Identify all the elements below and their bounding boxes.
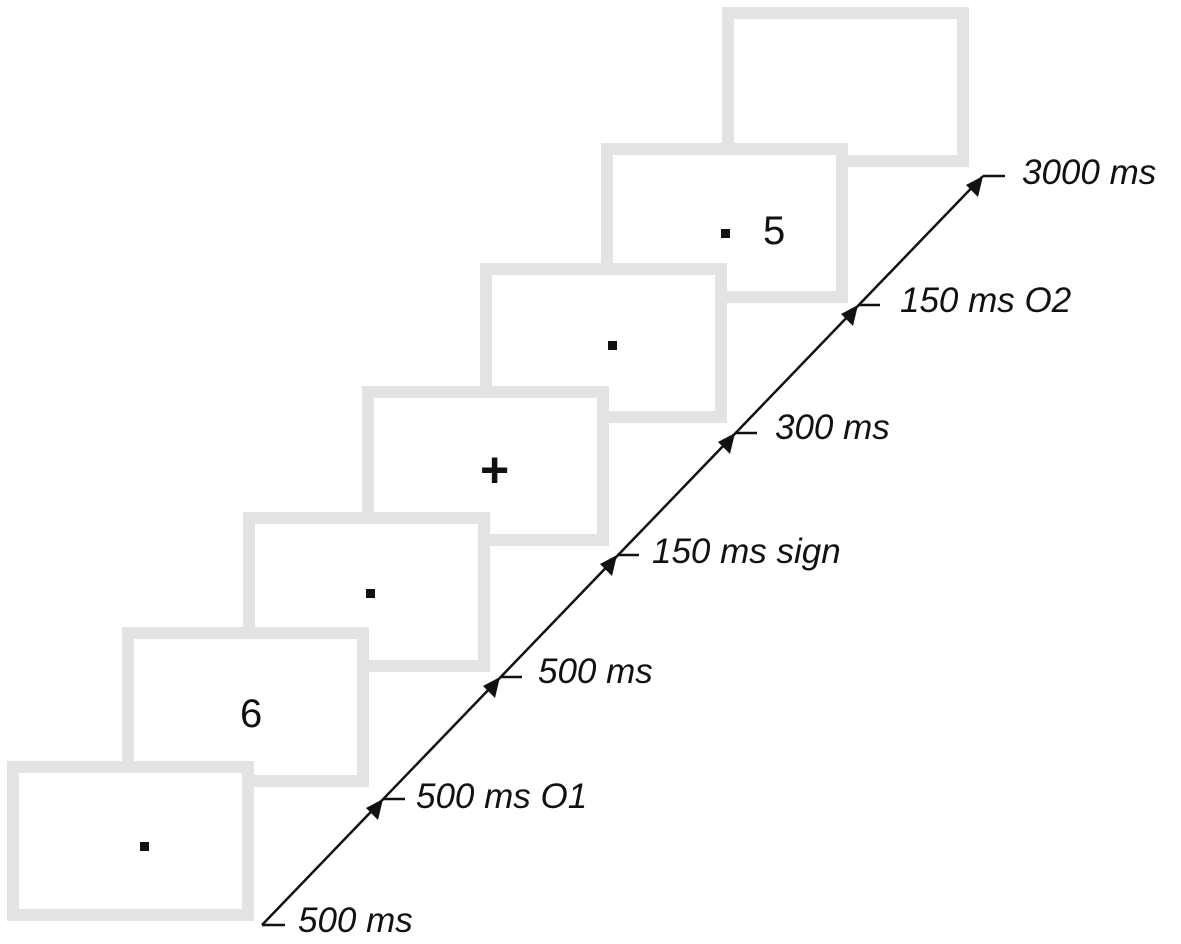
screen-frame-7 bbox=[722, 7, 969, 167]
timeline-arrowhead bbox=[718, 433, 735, 454]
timeline-label: 150 ms O2 bbox=[900, 281, 1072, 320]
screen-frame-2: 6 bbox=[122, 627, 369, 787]
timeline-label: 500 ms bbox=[298, 901, 413, 940]
timeline-label: 3000 ms bbox=[1022, 153, 1157, 192]
timeline-label: 500 ms bbox=[538, 652, 653, 691]
operand-2-digit: 5 bbox=[763, 209, 786, 253]
timeline-arrowhead bbox=[966, 176, 983, 197]
screen-frame-6: 5 bbox=[601, 143, 848, 303]
screen-frame-1 bbox=[7, 761, 254, 921]
timeline-arrowhead bbox=[841, 305, 858, 326]
timeline-label: 300 ms bbox=[775, 408, 890, 447]
operand-1-digit: 6 bbox=[240, 692, 263, 736]
timeline-axis bbox=[261, 175, 984, 926]
timeline-arrowhead bbox=[366, 799, 383, 820]
operator-sign: + bbox=[480, 442, 510, 498]
timeline-label: 500 ms O1 bbox=[416, 777, 588, 816]
timeline-arrowhead bbox=[600, 555, 617, 576]
fixation-dot bbox=[608, 341, 617, 350]
timeline-arrowhead bbox=[483, 677, 500, 698]
fixation-dot bbox=[140, 842, 149, 851]
fixation-dot bbox=[366, 589, 375, 598]
timeline-label: 150 ms sign bbox=[652, 532, 841, 571]
fixation-dot bbox=[721, 229, 730, 238]
